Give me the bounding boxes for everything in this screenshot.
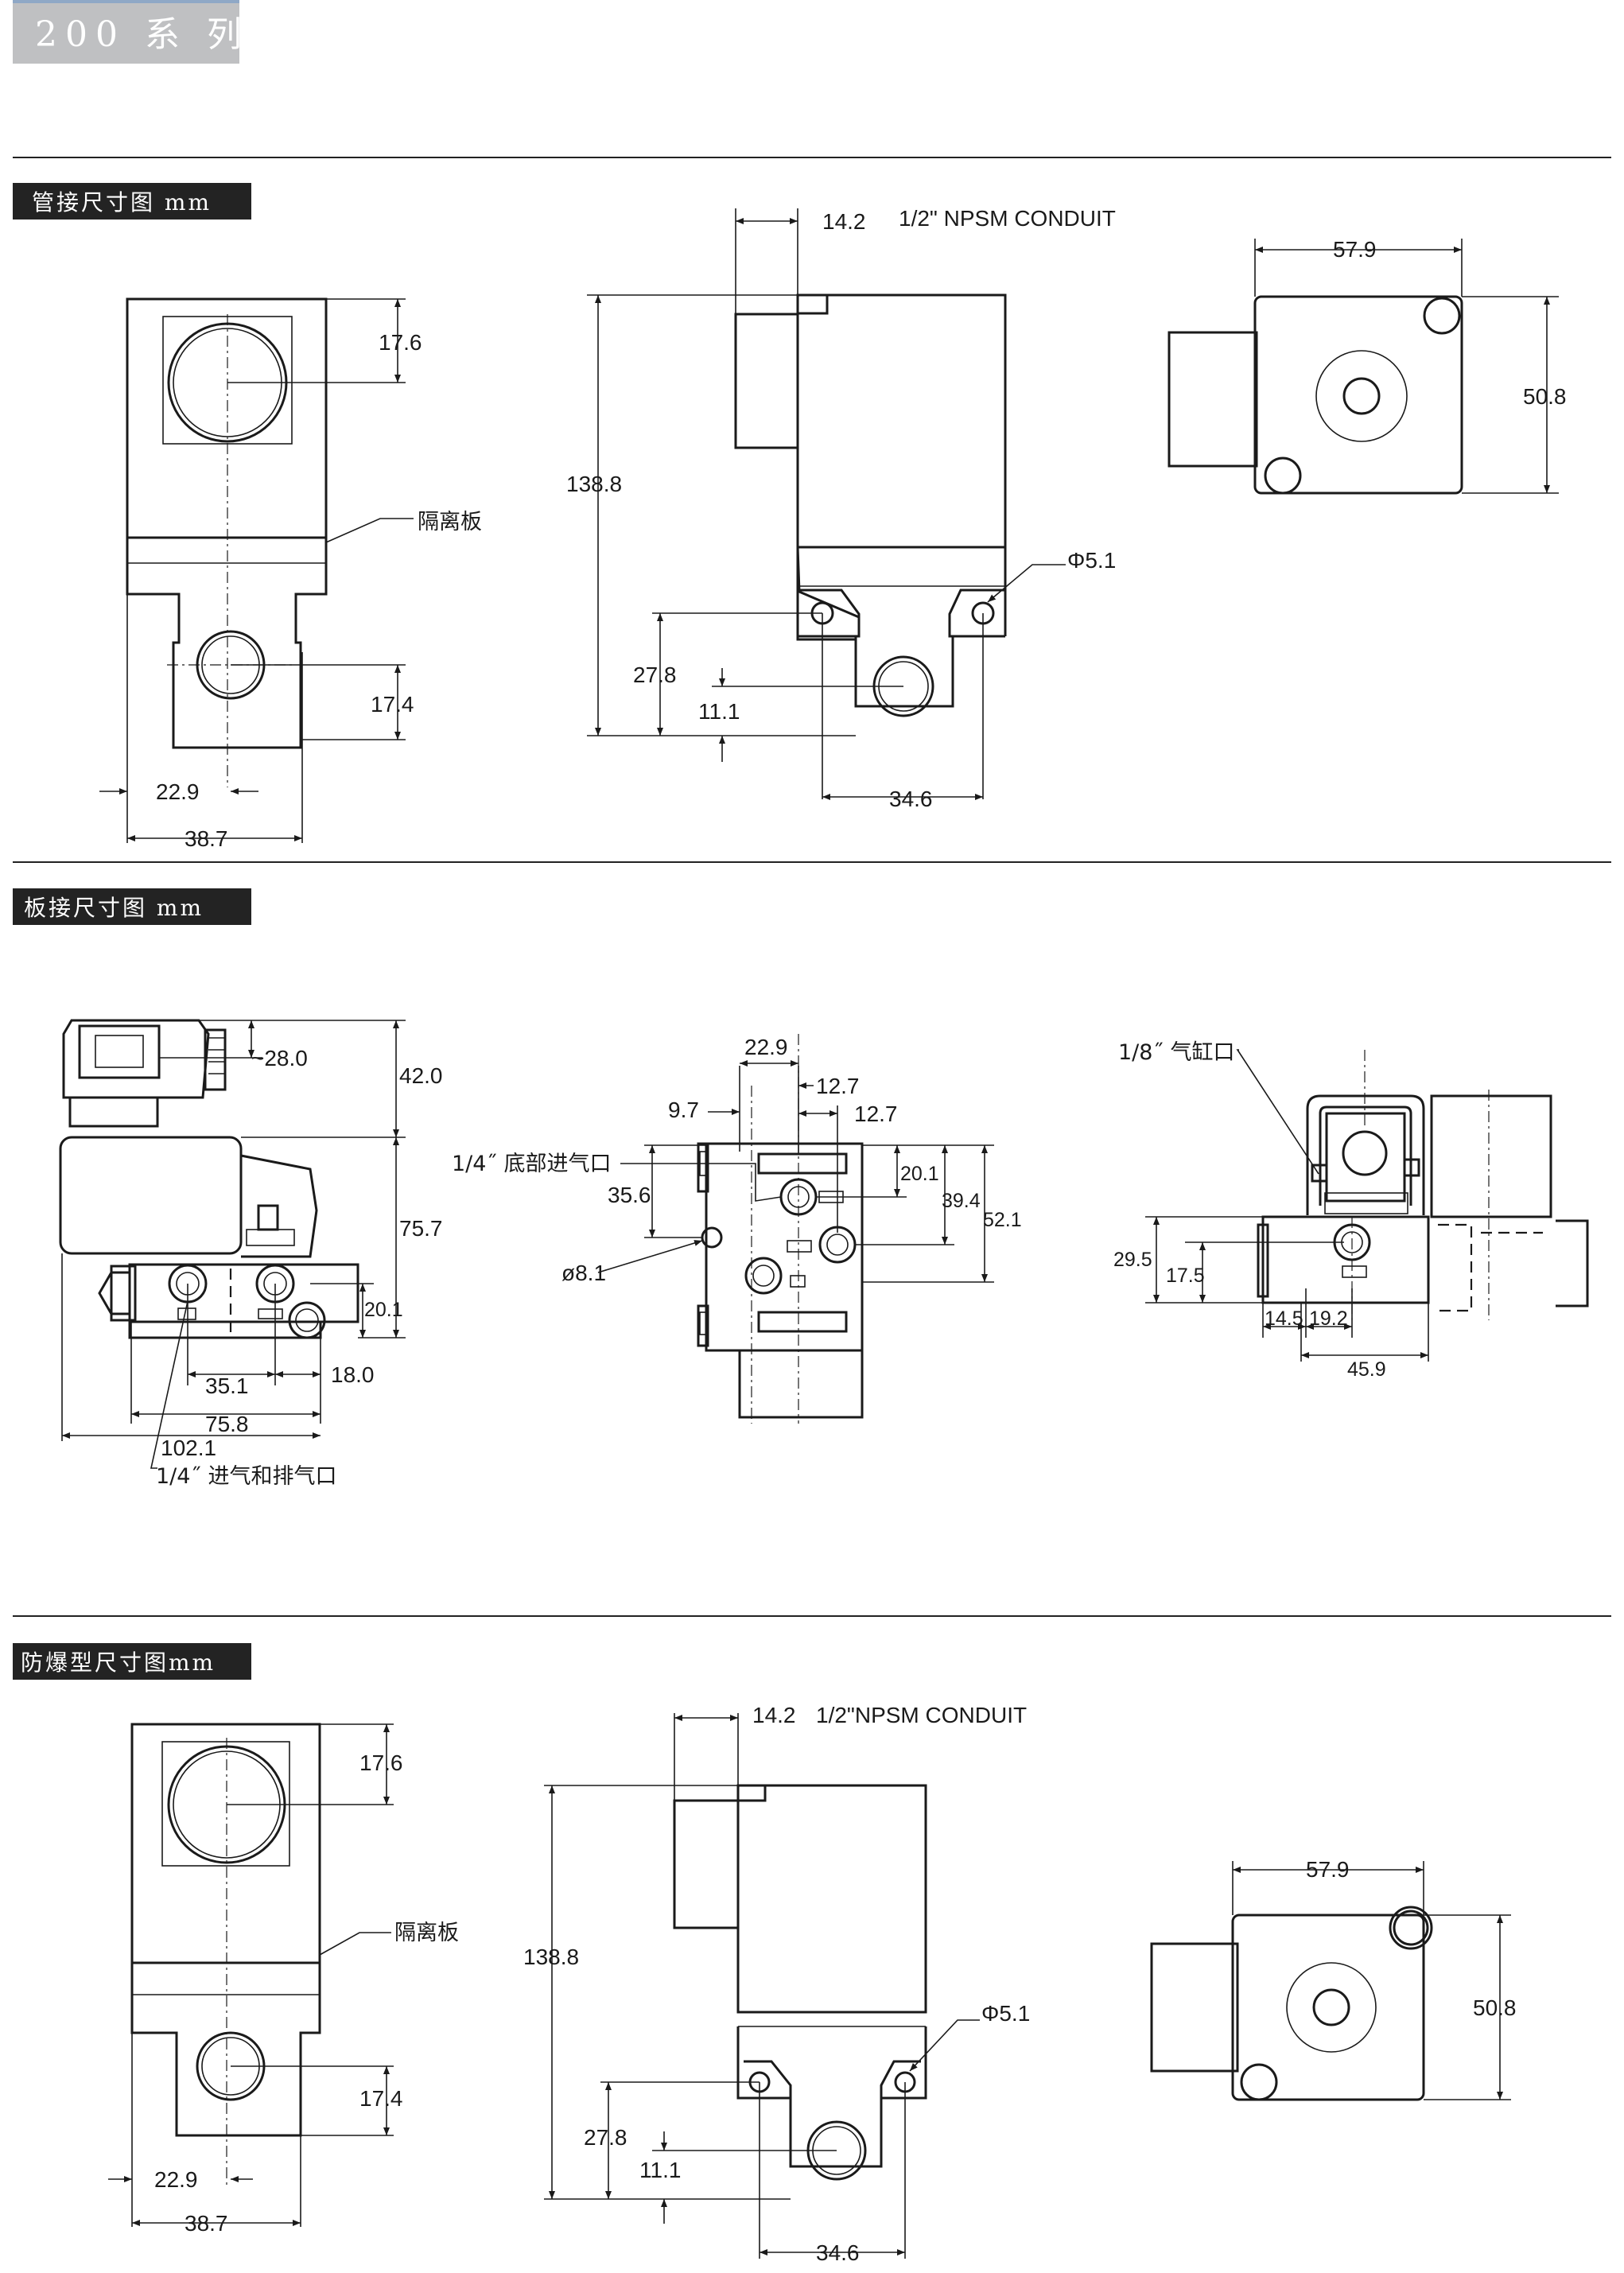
plate-face-dim-521: 52.1 [983,1209,1022,1231]
plate-front-dim-total: 102.1 [161,1436,216,1460]
pipe-front-dim-bottom: 17.4 [371,692,414,717]
plate-face-dim-201: 20.1 [900,1163,939,1185]
plate-face-dim-97: 9.7 [668,1098,699,1122]
plate-front-dim-b: 18.0 [331,1362,375,1387]
plate-front-dim-low: 20.1 [364,1299,403,1321]
plate-side-dim-295: 29.5 [1113,1249,1152,1271]
explosion-side-dim-hole-h: 27.8 [584,2125,627,2150]
explosion-side-dim-height: 138.8 [523,1945,579,1969]
plate-side-dim-192: 19.2 [1309,1307,1348,1330]
pipe-top-dim-width: 57.9 [1333,237,1377,262]
explosion-front-dim-top: 17.6 [359,1750,403,1775]
section-pipe-header: 管接尺寸图 mm [13,183,251,220]
explosion-front-view: 17.6 17.4 22.9 38.7 隔离板 [108,1723,459,2236]
plate-front-dim-a: 35.1 [205,1374,249,1398]
plate-face-dim-229: 22.9 [744,1035,788,1059]
plate-side-view: 1/8˝ 气缸口 29.5 17.5 14.5 19.2 45.9 [1113,1040,1589,1381]
explosion-side-conduit-label: 1/2"NPSM CONDUIT [816,1703,1027,1727]
explosion-side-dim-hole-spacing: 34.6 [816,2240,860,2265]
explosion-side-view: 14.2 1/2"NPSM CONDUIT 138.8 27.8 11.1 34… [523,1703,1030,2265]
pipe-side-dim-hole-spacing: 34.6 [889,787,933,811]
pipe-side-dim-hole-h: 27.8 [633,662,677,687]
plate-front-view: ~28.0 42.0 75.7 20.1 35.1 18.0 75.8 102.… [59,1019,443,1489]
plate-front-dim-mid: 75.7 [399,1216,443,1241]
explosion-side-dim-hole-dia: Φ5.1 [981,2001,1030,2026]
plate-front-port-note: 1/4˝ 进气和排气口 [156,1464,337,1489]
explosion-top-dim-depth: 50.8 [1473,1995,1517,2020]
plate-front-dim-top: 42.0 [399,1063,443,1088]
pipe-front-dim-width: 38.7 [185,826,228,851]
pipe-front-dim-inner: 22.9 [156,779,200,804]
pipe-front-dim-top: 17.6 [379,330,422,355]
plate-side-dim-175: 17.5 [1166,1265,1205,1287]
pipe-side-conduit-label: 1/2" NPSM CONDUIT [899,206,1116,231]
pipe-side-view: 14.2 1/2" NPSM CONDUIT 138.8 27.8 11.1 3… [566,206,1116,811]
plate-side-cyl-note: 1/8˝ 气缸口 [1118,1040,1235,1065]
pipe-header-text: 管接尺寸图 mm [32,189,212,216]
explosion-top-dim-width: 57.9 [1306,1857,1350,1882]
plate-side-dim-145: 14.5 [1265,1307,1303,1330]
explosion-top-view: 57.9 50.8 [1150,1857,1517,2101]
plate-face-dim-127a: 12.7 [816,1074,860,1098]
series-title: 200 系 列 [35,14,250,55]
plate-side-dim-459: 45.9 [1347,1358,1386,1381]
plate-front-dim-c: 75.8 [205,1412,249,1436]
explosion-front-dim-width: 38.7 [185,2211,228,2236]
explosion-front-dim-bottom: 17.4 [359,2086,403,2111]
pipe-front-isolation-note: 隔离板 [418,510,482,534]
section-explosion-header: 防爆型尺寸图mm [13,1643,251,1680]
plate-face-dim-hole: ø8.1 [561,1261,606,1285]
plate-face-dim-127b: 12.7 [854,1102,898,1126]
pipe-side-dim-conduit: 14.2 [822,209,866,234]
plate-face-dim-394: 39.4 [942,1190,981,1212]
pipe-side-dim-height: 138.8 [566,472,622,496]
pipe-side-dim-port-h: 11.1 [698,699,740,724]
section-plate-header: 板接尺寸图 mm [13,888,251,925]
pipe-top-dim-depth: 50.8 [1523,384,1567,409]
plate-face-view: 22.9 9.7 12.7 12.7 1/4˝ 底部进气口 35.6 20.1 … [452,1034,1022,1424]
explosion-front-dim-inner: 22.9 [154,2167,198,2192]
explosion-front-isolation-note: 隔离板 [394,1921,459,1945]
pipe-front-view: 17.6 17.4 22.9 38.7 隔离板 [99,297,482,851]
plate-face-dim-356: 35.6 [608,1183,651,1207]
pipe-top-view: 57.9 50.8 [1167,237,1567,495]
plate-face-bottom-port-note: 1/4˝ 底部进气口 [452,1152,612,1176]
series-title-tab: 200 系 列 [13,0,250,64]
plate-front-dim-conn: ~28.0 [251,1046,308,1070]
plate-header-text: 板接尺寸图 mm [24,895,204,921]
explosion-header-text: 防爆型尺寸图mm [21,1649,216,1676]
explosion-side-dim-conduit: 14.2 [752,1703,796,1727]
pipe-side-dim-hole-dia: Φ5.1 [1067,548,1116,573]
explosion-side-dim-port-h: 11.1 [639,2158,681,2182]
